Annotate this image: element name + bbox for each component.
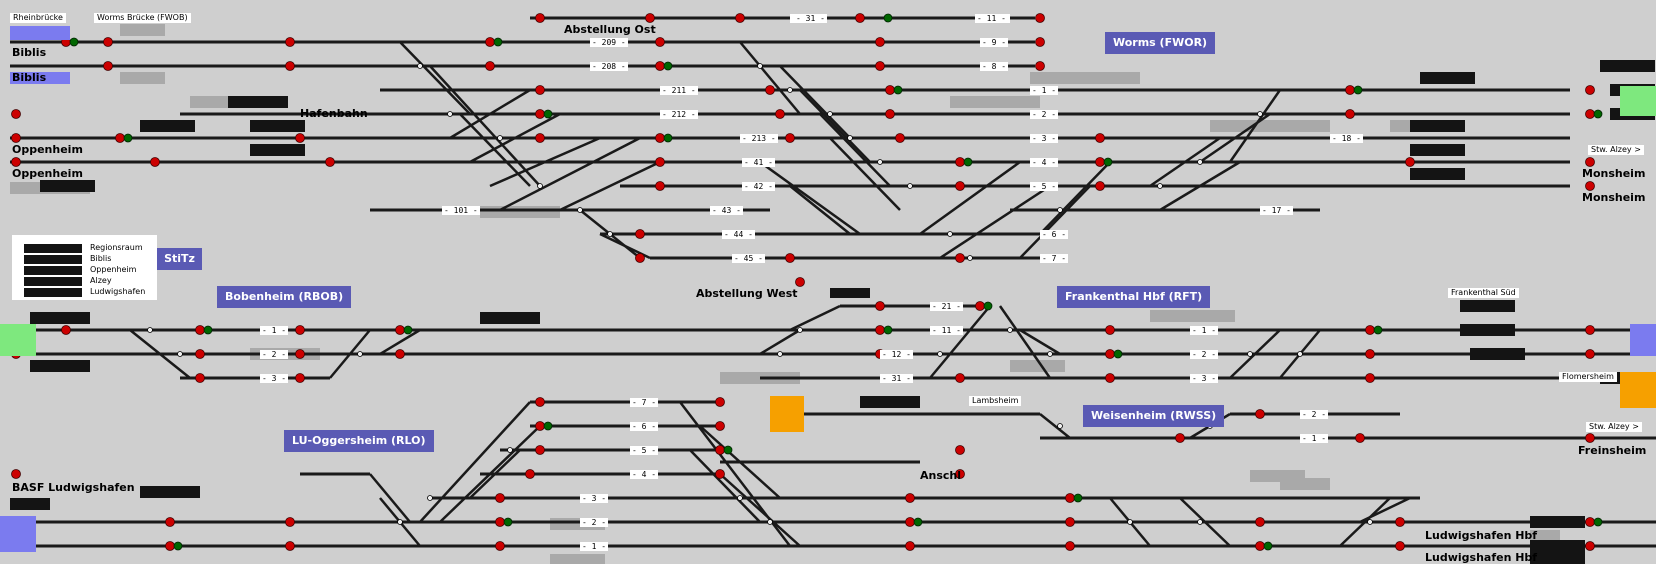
track-label: - 12 - — [880, 350, 913, 359]
label-frankenthal-sued: Frankenthal Süd — [1448, 288, 1519, 298]
label-ludwigshafen-1: Ludwigshafen Hbf — [1425, 529, 1538, 542]
label-ludwigshafen-2: Ludwigshafen Hbf — [1425, 551, 1538, 564]
track-label: - 5 - — [630, 446, 659, 455]
track-label: - 208 - — [590, 62, 628, 71]
track-label: - 2 - — [1190, 350, 1219, 359]
label-basf: BASF Ludwigshafen — [12, 481, 135, 494]
track-label: - 211 - — [660, 86, 698, 95]
track-label: - 41 - — [742, 158, 775, 167]
track-label: - 212 - — [660, 110, 698, 119]
track-label: - 17 - — [1260, 206, 1293, 215]
label-stw-alzey[interactable]: Stw. Alzey > — [1588, 145, 1644, 155]
track-label: - 31 - — [794, 14, 827, 23]
label-flomersheim: Flomersheim — [1559, 372, 1617, 382]
track-label: - 7 - — [1040, 254, 1069, 263]
track-label: - 2 - — [260, 350, 289, 359]
track-label: - 3 - — [1190, 374, 1219, 383]
legend-item-regionsraum: Regionsraum — [90, 243, 143, 252]
label-oppenheim-2: Oppenheim — [12, 167, 83, 180]
track-label: - 8 - — [980, 62, 1009, 71]
track-label: - 7 - — [630, 398, 659, 407]
edge-marker-monsheim — [1620, 86, 1656, 116]
station-worms[interactable]: Worms (FWOR) — [1105, 32, 1216, 54]
legend-item-alzey: Alzey — [90, 276, 112, 285]
track-label: - 1 - — [1030, 86, 1059, 95]
label-rheinbruecke: Rheinbrücke — [10, 13, 66, 23]
track-label: - 43 - — [710, 206, 743, 215]
track-label: - 45 - — [732, 254, 765, 263]
track-label: - 3 - — [1030, 134, 1059, 143]
track-label: - 42 - — [742, 182, 775, 191]
track-label: - 1 - — [260, 326, 289, 335]
label-biblis-1: Biblis — [12, 46, 47, 59]
track-label: - 2 - — [1030, 110, 1059, 119]
label-freinsheim: Freinsheim — [1578, 444, 1647, 457]
label-worms-bruecke: Worms Brücke (FWOB) — [94, 13, 191, 23]
legend-item-ludwigshafen: Ludwigshafen — [90, 287, 146, 296]
track-label: - 9 - — [980, 38, 1009, 47]
track-label: - 11 - — [975, 14, 1008, 23]
track-label: - 213 - — [740, 134, 778, 143]
station-weisenheim[interactable]: Weisenheim (RWSS) — [1083, 405, 1225, 427]
track-label: - 3 - — [580, 494, 609, 503]
label-monsheim-1: Monsheim — [1582, 167, 1646, 180]
track-label: - 4 - — [1030, 158, 1059, 167]
label-stw-alzey-freinsheim[interactable]: Stw. Alzey > — [1586, 422, 1642, 432]
legend-item-oppenheim: Oppenheim — [90, 265, 137, 274]
track-label: - 101 - — [442, 206, 480, 215]
edge-marker-biblis-top — [10, 26, 70, 40]
label-abstellung-west: Abstellung West — [696, 287, 798, 300]
edge-marker-lambsheim — [770, 396, 804, 432]
track-label: - 3 - — [260, 374, 289, 383]
track-label: - 1 - — [1190, 326, 1219, 335]
edge-marker-biblis-bottom — [10, 72, 70, 84]
track-label: - 21 - — [930, 302, 963, 311]
track-label: - 209 - — [590, 38, 628, 47]
edge-marker-bobenheim — [0, 324, 36, 356]
track-label: - 5 - — [1030, 182, 1059, 191]
edge-marker-ludwigshafen-left — [0, 516, 36, 552]
label-oppenheim-1: Oppenheim — [12, 143, 83, 156]
label-abstellung-ost: Abstellung Ost — [564, 23, 656, 36]
label-monsheim-2: Monsheim — [1582, 191, 1646, 204]
track-label: - 18 - — [1330, 134, 1363, 143]
station-frankenthal[interactable]: Frankenthal Hbf (RFT) — [1057, 286, 1211, 308]
station-bobenheim[interactable]: Bobenheim (RBOB) — [217, 286, 352, 308]
label-biblis-2: Biblis — [12, 71, 47, 84]
stellwerk-stitz[interactable]: StiTz — [157, 248, 202, 270]
label-anschl: Anschl — [920, 469, 962, 482]
track-label: - 11 - — [930, 326, 963, 335]
track-label: - 2 - — [580, 518, 609, 527]
edge-marker-frankenthal-right — [1630, 324, 1656, 356]
edge-marker-flomersheim — [1620, 372, 1656, 408]
track-label: - 4 - — [630, 470, 659, 479]
track-label: - 6 - — [630, 422, 659, 431]
track-label: - 1 - — [1300, 434, 1329, 443]
station-lu-oggersheim[interactable]: LU-Oggersheim (RLO) — [284, 430, 434, 452]
label-lambsheim: Lambsheim — [969, 396, 1022, 406]
legend-item-biblis: Biblis — [90, 254, 112, 263]
legend-panel: Regionsraum Biblis Oppenheim Alzey Ludwi… — [12, 235, 157, 300]
label-hafenbahn: Hafenbahn — [300, 107, 368, 120]
track-label: - 2 - — [1300, 410, 1329, 419]
track-label: - 6 - — [1040, 230, 1069, 239]
track-label: - 44 - — [722, 230, 755, 239]
track-label: - 31 - — [880, 374, 913, 383]
track-label: - 1 - — [580, 542, 609, 551]
